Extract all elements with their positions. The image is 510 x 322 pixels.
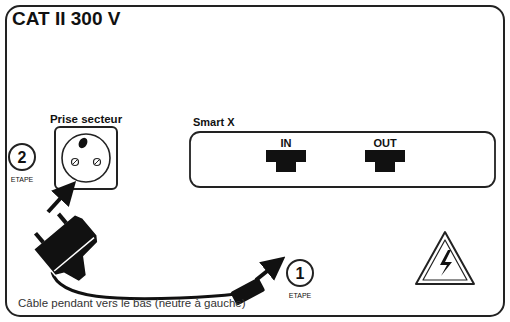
title: CAT II 300 V xyxy=(12,9,120,30)
callout-number: 1 xyxy=(296,265,305,283)
device: Smart X xyxy=(190,116,495,187)
socket-face xyxy=(55,127,117,189)
out-connector xyxy=(365,150,405,172)
port-label: OUT xyxy=(373,137,396,149)
port-label: IN xyxy=(281,137,292,149)
socket: Prise secteur xyxy=(45,110,127,192)
device-box xyxy=(190,132,495,187)
step-label: ETAPE xyxy=(11,176,33,184)
mains-plug xyxy=(26,204,112,291)
callout-number: 2 xyxy=(18,149,27,167)
caption: Câble pendant vers le bas (neutre à gauc… xyxy=(18,297,246,310)
socket-heading: Prise secteur xyxy=(50,113,122,126)
callout-circle xyxy=(287,260,313,286)
socket-hole-mark xyxy=(73,160,77,164)
insert-arrow xyxy=(256,264,276,280)
frame xyxy=(6,6,504,316)
socket-hole-mark xyxy=(95,160,99,164)
socket-hole xyxy=(72,159,79,166)
step-label: ETAPE xyxy=(289,292,311,300)
in-connector xyxy=(266,150,306,172)
callout-circle xyxy=(9,144,35,170)
insert-arrow xyxy=(48,190,68,212)
socket-well xyxy=(62,134,110,182)
earth-pin xyxy=(77,136,89,150)
device-heading: Smart X xyxy=(193,116,235,128)
socket-hole xyxy=(94,159,101,166)
warning-symbol xyxy=(416,232,474,284)
